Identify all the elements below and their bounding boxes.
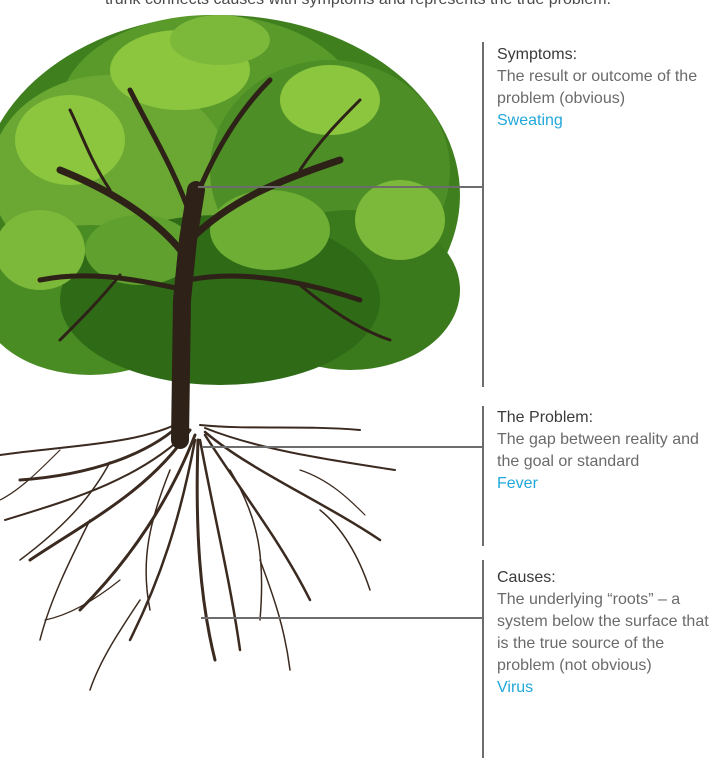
- problem-example: Fever: [497, 473, 713, 495]
- problem-heading: The Problem:: [497, 407, 713, 429]
- symptoms-block: Symptoms: The result or outcome of the p…: [497, 44, 713, 132]
- symptoms-connector-line: [198, 186, 483, 188]
- problem-description: The gap between reality and the goal or …: [497, 429, 713, 473]
- causes-example: Virus: [497, 677, 713, 699]
- symptoms-description: The result or outcome of the problem (ob…: [497, 66, 713, 110]
- problem-divider-bar: [482, 406, 484, 546]
- causes-description: The underlying “roots” – a system below …: [497, 589, 713, 677]
- causes-connector-line: [201, 617, 483, 619]
- problem-block: The Problem: The gap between reality and…: [497, 407, 713, 495]
- tree-illustration: [0, 0, 480, 759]
- roots: [0, 420, 395, 690]
- causes-divider-bar: [482, 560, 484, 758]
- symptoms-example: Sweating: [497, 110, 713, 132]
- problem-connector-line: [202, 446, 483, 448]
- causes-block: Causes: The underlying “roots” – a syste…: [497, 567, 713, 699]
- symptoms-heading: Symptoms:: [497, 44, 713, 66]
- causes-heading: Causes:: [497, 567, 713, 589]
- symptoms-divider-bar: [482, 42, 484, 387]
